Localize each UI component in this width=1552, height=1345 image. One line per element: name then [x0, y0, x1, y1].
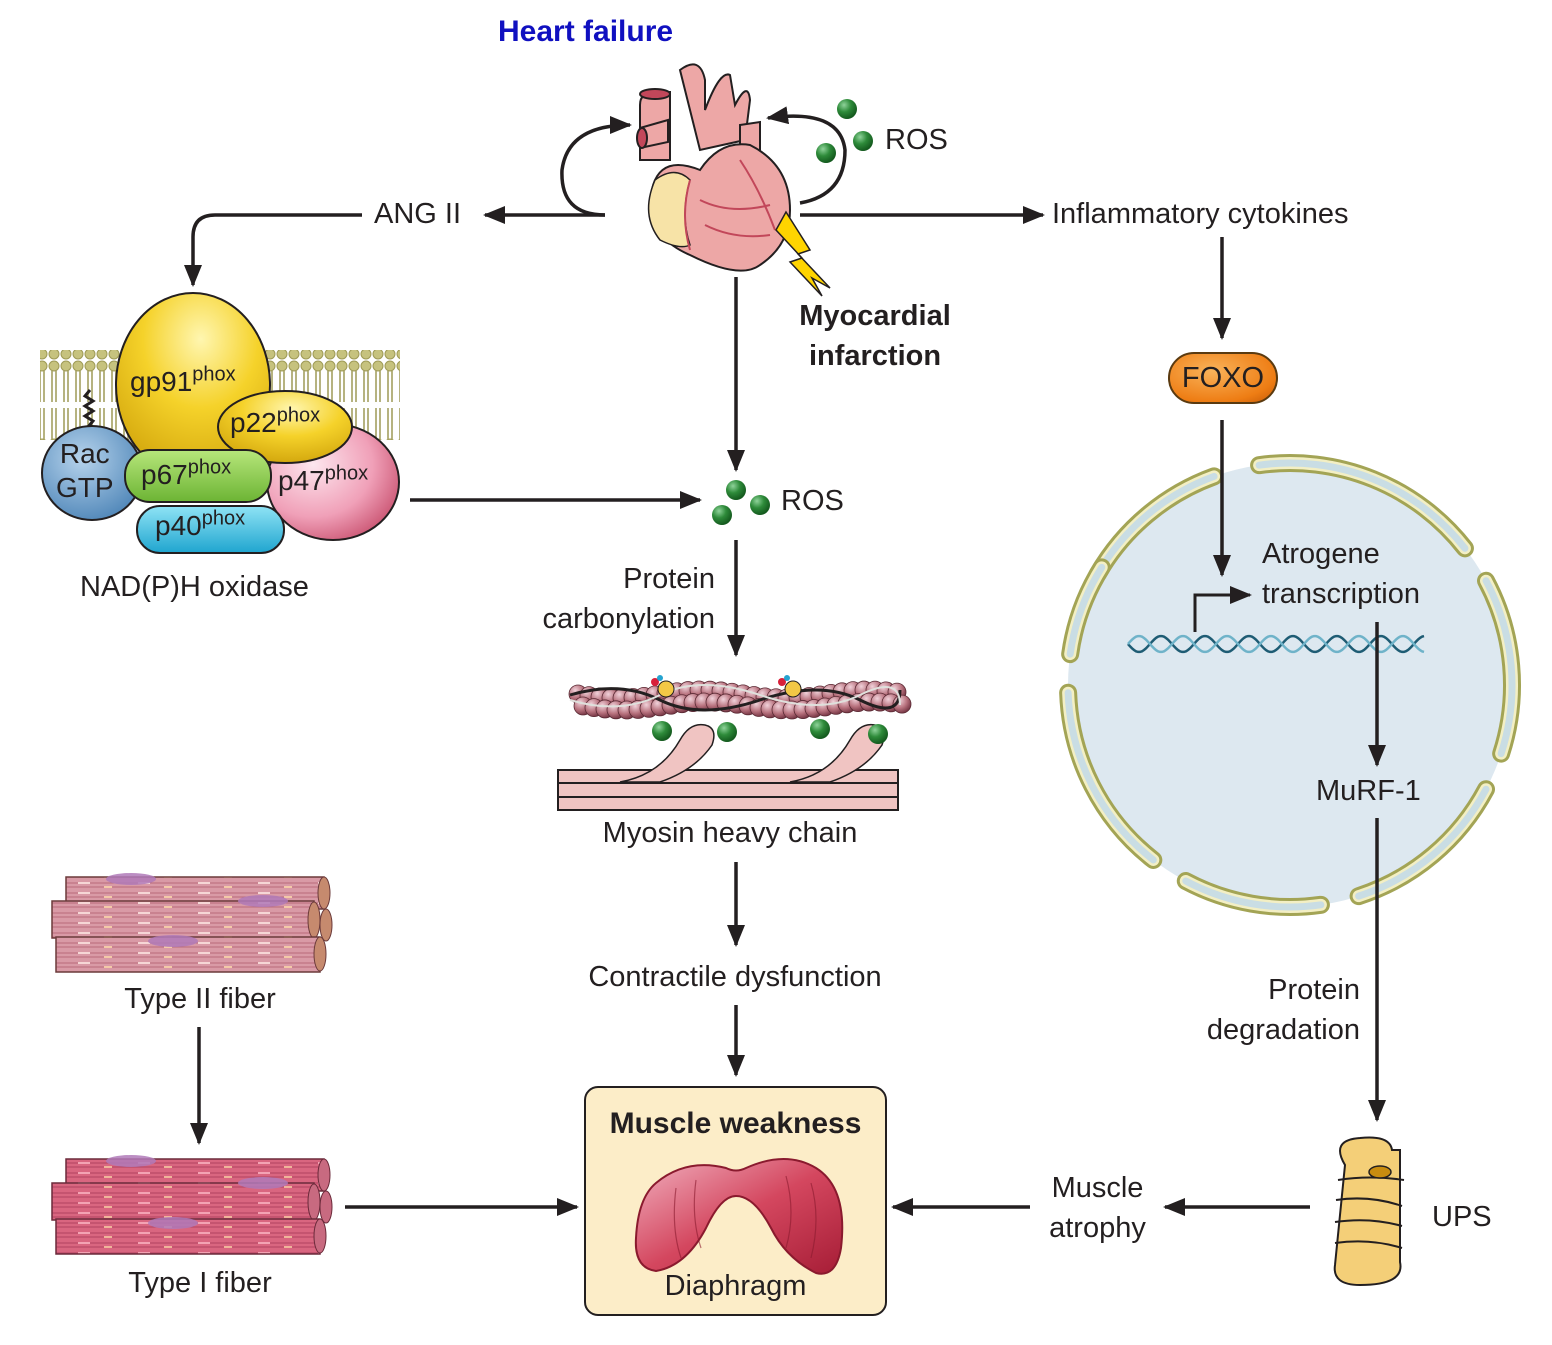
dna-helix-icon	[1127, 634, 1425, 654]
diaphragm-illustration	[634, 1158, 844, 1275]
ang-ii-label: ANG II	[374, 198, 462, 230]
inflammatory-cytokines-label: Inflammatory cytokines	[1052, 198, 1349, 230]
nuclear-envelope-segment	[1066, 563, 1106, 658]
nuclear-envelope-segment	[1182, 877, 1325, 911]
atrophy-line-1: Muscle	[1051, 1172, 1144, 1204]
myosin-illustration	[557, 675, 912, 811]
ros-label-center: ROS	[781, 485, 844, 517]
dna-strand	[1127, 634, 1425, 654]
proteasome-ups-icon	[1333, 1136, 1405, 1287]
dna-strand	[1127, 634, 1425, 654]
ros-feedback-loop-arrow	[766, 106, 847, 205]
atrogene-line-1: Atrogene	[1262, 538, 1380, 570]
lipid-anchor-icon	[82, 389, 96, 428]
degradation-line-2: degradation	[1206, 1014, 1360, 1046]
degradation-line-1: Protein	[1268, 974, 1360, 1006]
diagram-title: Heart failure	[498, 15, 674, 48]
mi-line-1: Myocardial	[799, 300, 951, 332]
atrogene-line-2: transcription	[1262, 578, 1420, 610]
myocardial-infarction-label: Myocardial infarction	[780, 296, 970, 376]
foxo-badge: FOXO	[1168, 352, 1278, 404]
ros-label-heart: ROS	[885, 124, 948, 156]
arrow-ang-to-nadph	[184, 213, 362, 287]
nuclear-envelope-segment	[1482, 577, 1516, 758]
nadph-oxidase-caption: NAD(P)H oxidase	[80, 571, 309, 603]
myosin-heavy-chain-caption: Myosin heavy chain	[602, 817, 858, 849]
nuclear-envelope-segment	[1255, 459, 1469, 552]
protein-carbonylation-label: Protein carbonylation	[500, 559, 716, 639]
mi-line-2: infarction	[808, 340, 942, 372]
atrogene-transcription-label: Atrogene transcription	[1262, 534, 1420, 614]
ang-feedback-loop-arrow	[560, 116, 632, 217]
carbonylation-line-1: Protein	[623, 563, 715, 595]
muscle-weakness-box	[584, 1086, 887, 1316]
ups-label: UPS	[1432, 1201, 1492, 1233]
type-i-fiber-illustration	[51, 1155, 333, 1255]
nucleus	[1059, 454, 1521, 916]
ros-particles-center	[712, 480, 770, 525]
rac-gtp-label: Rac GTP	[56, 437, 114, 505]
gtp-line: GTP	[56, 472, 114, 503]
ros-particles-heart	[816, 99, 873, 163]
muscle-atrophy-label: Muscle atrophy	[1030, 1168, 1165, 1248]
lightning-bolt-icon	[775, 210, 831, 297]
protein-degradation-label: Protein degradation	[1150, 970, 1360, 1050]
muscle-weakness-heading: Muscle weakness	[609, 1107, 862, 1140]
type-ii-fiber-illustration	[51, 873, 333, 973]
nuclear-envelope-segment	[1094, 472, 1218, 578]
diaphragm-caption: Diaphragm	[664, 1270, 807, 1302]
subunit-p22	[217, 390, 353, 464]
p40-label: p40phox	[155, 507, 246, 541]
rac-line: Rac	[59, 438, 110, 469]
gp91-label: gp91phox	[130, 363, 236, 397]
nuclear-envelope-segment	[1064, 689, 1157, 864]
p22-label: p22phox	[230, 404, 321, 438]
murf-1-label: MuRF-1	[1316, 775, 1421, 807]
heart-illustration	[636, 63, 831, 297]
subunit-p40	[136, 505, 285, 554]
type-i-fiber-label: Type I fiber	[128, 1267, 272, 1299]
p47-label: p47phox	[278, 462, 369, 496]
nadph-oxidase-complex	[40, 292, 400, 554]
contractile-dysfunction-label: Contractile dysfunction	[588, 961, 882, 993]
subunit-p67	[124, 449, 272, 503]
transcription-start-arrow	[1193, 586, 1252, 632]
type-ii-fiber-label: Type II fiber	[124, 983, 276, 1015]
atrophy-line-2: atrophy	[1049, 1212, 1146, 1244]
carbonylation-line-2: carbonylation	[542, 603, 716, 635]
p67-label: p67phox	[141, 456, 232, 490]
